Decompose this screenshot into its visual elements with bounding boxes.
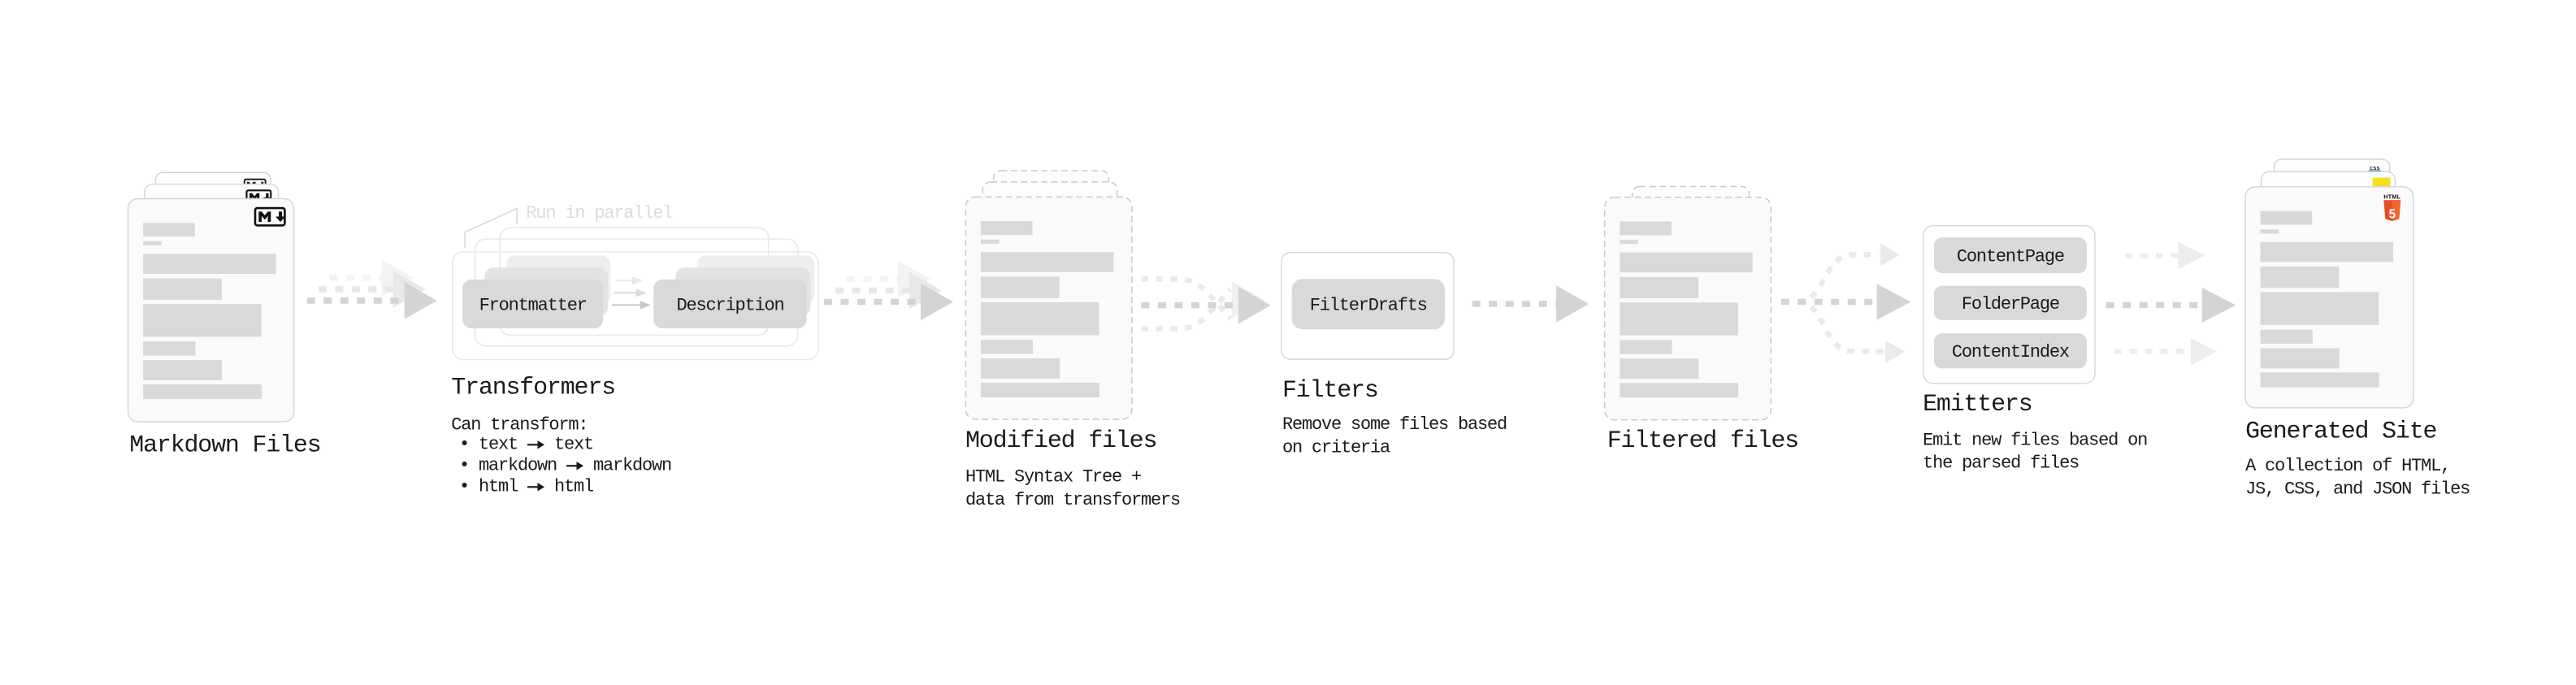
svg-text:text: text — [554, 435, 593, 455]
svg-text:Transformers: Transformers — [451, 374, 615, 401]
svg-text:Emit new files based on: Emit new files based on — [1923, 430, 2147, 450]
svg-text:5: 5 — [2389, 207, 2396, 221]
svg-text:the parsed files: the parsed files — [1923, 453, 2079, 474]
svg-text:ContentIndex: ContentIndex — [1952, 342, 2070, 362]
svg-text:Can transform:: Can transform: — [451, 415, 588, 436]
svg-text:data from transformers: data from transformers — [965, 490, 1180, 510]
svg-text:Run in parallel: Run in parallel — [526, 203, 672, 223]
svg-text:Modified files: Modified files — [965, 427, 1156, 455]
svg-text:on criteria: on criteria — [1282, 438, 1390, 458]
svg-text:FilterDrafts: FilterDrafts — [1310, 296, 1427, 316]
svg-text:JS, CSS, and JSON files: JS, CSS, and JSON files — [2245, 479, 2470, 499]
svg-text:Filters: Filters — [1282, 377, 1378, 405]
svg-text:• markdown: • markdown — [459, 456, 557, 476]
svg-text:Remove some files based: Remove some files based — [1282, 414, 1507, 435]
svg-text:A collection of HTML,: A collection of HTML, — [2245, 456, 2450, 476]
svg-text:• html: • html — [459, 477, 518, 497]
svg-text:markdown: markdown — [593, 456, 671, 476]
svg-text:Markdown Files: Markdown Files — [129, 432, 320, 460]
svg-text:html: html — [554, 477, 593, 497]
svg-text:Description: Description — [676, 295, 783, 315]
svg-text:Generated Site: Generated Site — [2245, 418, 2436, 446]
svg-text:CSS: CSS — [2370, 167, 2380, 171]
svg-text:FolderPage: FolderPage — [1962, 294, 2059, 314]
svg-text:• text: • text — [459, 435, 518, 455]
svg-text:Emitters: Emitters — [1923, 391, 2032, 418]
svg-text:ContentPage: ContentPage — [1957, 247, 2064, 267]
svg-text:HTML Syntax Tree +: HTML Syntax Tree + — [965, 467, 1141, 488]
svg-text:HTML: HTML — [2383, 193, 2400, 200]
svg-text:Frontmatter: Frontmatter — [479, 295, 587, 315]
svg-text:Filtered files: Filtered files — [1607, 427, 1798, 455]
